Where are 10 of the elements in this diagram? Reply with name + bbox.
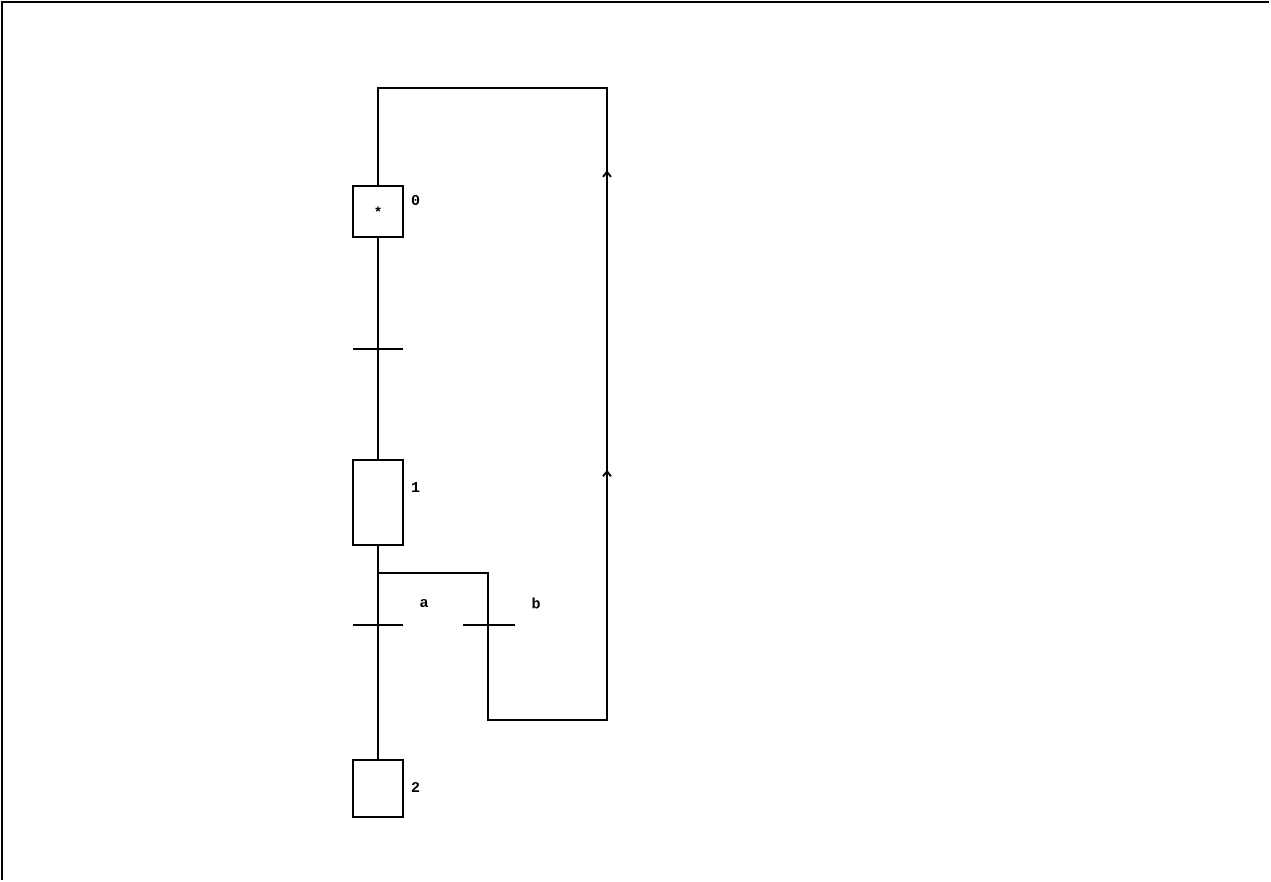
state-box <box>352 759 404 818</box>
state-box <box>352 459 404 546</box>
connector <box>377 87 612 721</box>
state-box: * <box>352 185 404 238</box>
edge-label: b <box>530 596 542 610</box>
state-number: 0 <box>411 194 420 206</box>
state-number: 1 <box>412 482 420 492</box>
connector <box>377 237 379 460</box>
edge-label: a <box>418 597 430 609</box>
state-number: 2 <box>411 781 420 792</box>
